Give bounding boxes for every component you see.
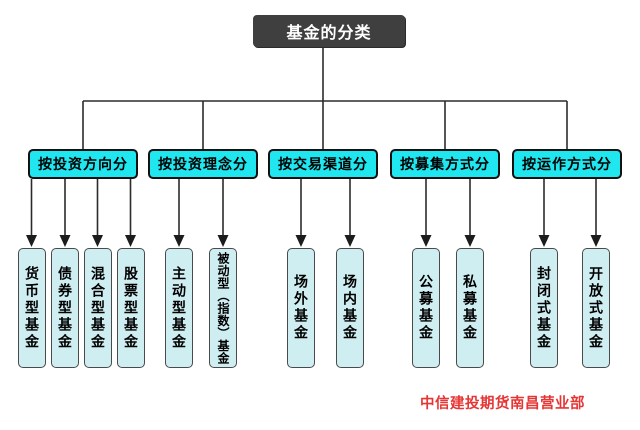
category-box-investment-philosophy: 按投资理念分 <box>148 149 258 179</box>
leaf-label: 公募基金 <box>418 274 434 342</box>
leaf-box-passive-index-fund: 被动型（指数）基金 <box>209 248 237 368</box>
leaf-box-bond-fund: 债券型基金 <box>51 248 79 368</box>
leaf-box-active-fund: 主动型基金 <box>165 248 193 368</box>
leaf-label: 开放式基金 <box>588 265 604 351</box>
leaf-label: 场内基金 <box>342 274 358 342</box>
category-box-operation-method: 按运作方式分 <box>512 149 622 179</box>
leaf-box-currency-fund: 货币型基金 <box>18 248 46 368</box>
category-box-trading-channel: 按交易渠道分 <box>268 149 378 179</box>
diagram-title: 基金的分类 <box>286 25 372 42</box>
leaf-label: 股票型基金 <box>123 265 139 351</box>
leaf-box-public-fund: 公募基金 <box>412 248 440 368</box>
leaf-label: 混合型基金 <box>90 265 106 351</box>
leaf-box-open-end-fund: 开放式基金 <box>582 248 610 368</box>
leaf-box-private-fund: 私募基金 <box>456 248 484 368</box>
category-box-investment-direction: 按投资方向分 <box>28 149 138 179</box>
leaf-box-exchange-fund: 场内基金 <box>336 248 364 368</box>
leaf-label: 债券型基金 <box>57 265 73 351</box>
leaf-label: 场外基金 <box>293 274 309 342</box>
leaf-label: 主动型基金 <box>171 265 187 351</box>
leaf-box-closed-end-fund: 封闭式基金 <box>530 248 558 368</box>
category-box-fundraising-method: 按募集方式分 <box>390 149 500 179</box>
leaf-label: 私募基金 <box>462 274 478 342</box>
leaf-box-hybrid-fund: 混合型基金 <box>84 248 112 368</box>
leaf-box-otc-fund: 场外基金 <box>287 248 315 368</box>
leaf-label: 货币型基金 <box>24 265 40 351</box>
leaf-label: 封闭式基金 <box>536 265 552 351</box>
footer-branding: 中信建投期货南昌营业部 <box>420 396 585 412</box>
title-box: 基金的分类 <box>253 15 405 47</box>
leaf-label: 被动型（指数）基金 <box>216 251 230 365</box>
leaf-box-stock-fund: 股票型基金 <box>117 248 145 368</box>
